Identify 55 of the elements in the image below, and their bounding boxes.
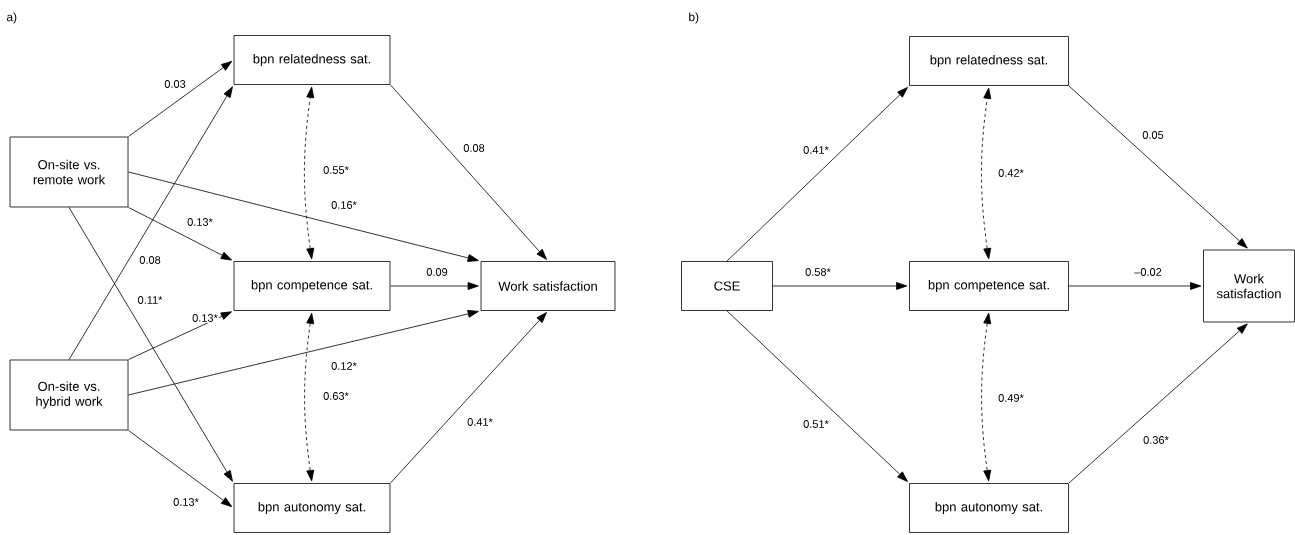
arrow: [128, 207, 232, 261]
arrow: [128, 311, 232, 360]
variable-box: CSE: [681, 261, 773, 311]
edge-label: 0.08: [462, 143, 486, 153]
arrow: [128, 430, 233, 508]
arrow: [128, 309, 479, 396]
variable-box: bpn autonomy sat.: [909, 483, 1069, 533]
variable-box: bpn competence sat.: [909, 261, 1069, 311]
correlation-arrow: [981, 87, 992, 260]
edge-label: 0.09: [425, 267, 449, 277]
edge-label: 0.03: [163, 79, 187, 89]
edge-label: 0.05: [1141, 130, 1165, 140]
arrow: [68, 207, 233, 482]
arrow: [1068, 85, 1248, 249]
edge-label: 0.13*: [172, 497, 200, 507]
arrow: [128, 171, 479, 262]
edge-label: 0.36*: [1142, 435, 1170, 445]
edge-label: 0.42*: [997, 168, 1025, 178]
arrow: [726, 87, 908, 262]
edge-label: 0.11*: [136, 295, 164, 305]
edge-label: 0.08: [138, 255, 162, 265]
variable-box: bpn relatedness sat.: [909, 36, 1069, 86]
arrow: [390, 282, 479, 290]
arrow: [1068, 323, 1248, 484]
correlation-arrow: [304, 86, 315, 260]
arrow: [68, 86, 233, 360]
arrow: [772, 282, 908, 290]
arrow: [390, 312, 547, 484]
edge-label: 0.63*: [322, 391, 350, 401]
correlation-arrow: [304, 312, 315, 482]
arrow: [1068, 282, 1202, 290]
variable-box: Work satisfaction: [480, 261, 616, 311]
variable-box: On-site vs. hybrid work: [9, 359, 129, 431]
edge-label: 0.49*: [997, 393, 1025, 403]
panel-label: b): [689, 12, 699, 24]
arrow: [726, 310, 908, 482]
edge-label: –0.02: [1133, 267, 1163, 277]
edge-label: 0.58*: [804, 267, 832, 277]
arrow: [390, 84, 547, 260]
variable-box: Work satisfaction: [1203, 249, 1295, 323]
variable-box: bpn autonomy sat.: [233, 483, 391, 533]
edge-label: 0.13*: [186, 217, 214, 227]
panel-label: a): [6, 12, 17, 24]
edge-label: 0.41*: [802, 145, 830, 155]
edge-label: 0.51*: [802, 419, 830, 429]
edge-label: 0.16*: [330, 200, 358, 210]
edge-label: 0.41*: [466, 417, 494, 427]
edge-label: 0.13*: [191, 313, 219, 323]
variable-box: bpn competence sat.: [233, 261, 391, 311]
variable-box: bpn relatedness sat.: [233, 35, 391, 85]
edge-label: 0.55*: [322, 165, 350, 175]
variable-box: On-site vs. remote work: [9, 136, 129, 208]
correlation-arrow: [981, 312, 992, 482]
arrow: [128, 60, 233, 137]
edge-label: 0.12*: [330, 361, 358, 371]
